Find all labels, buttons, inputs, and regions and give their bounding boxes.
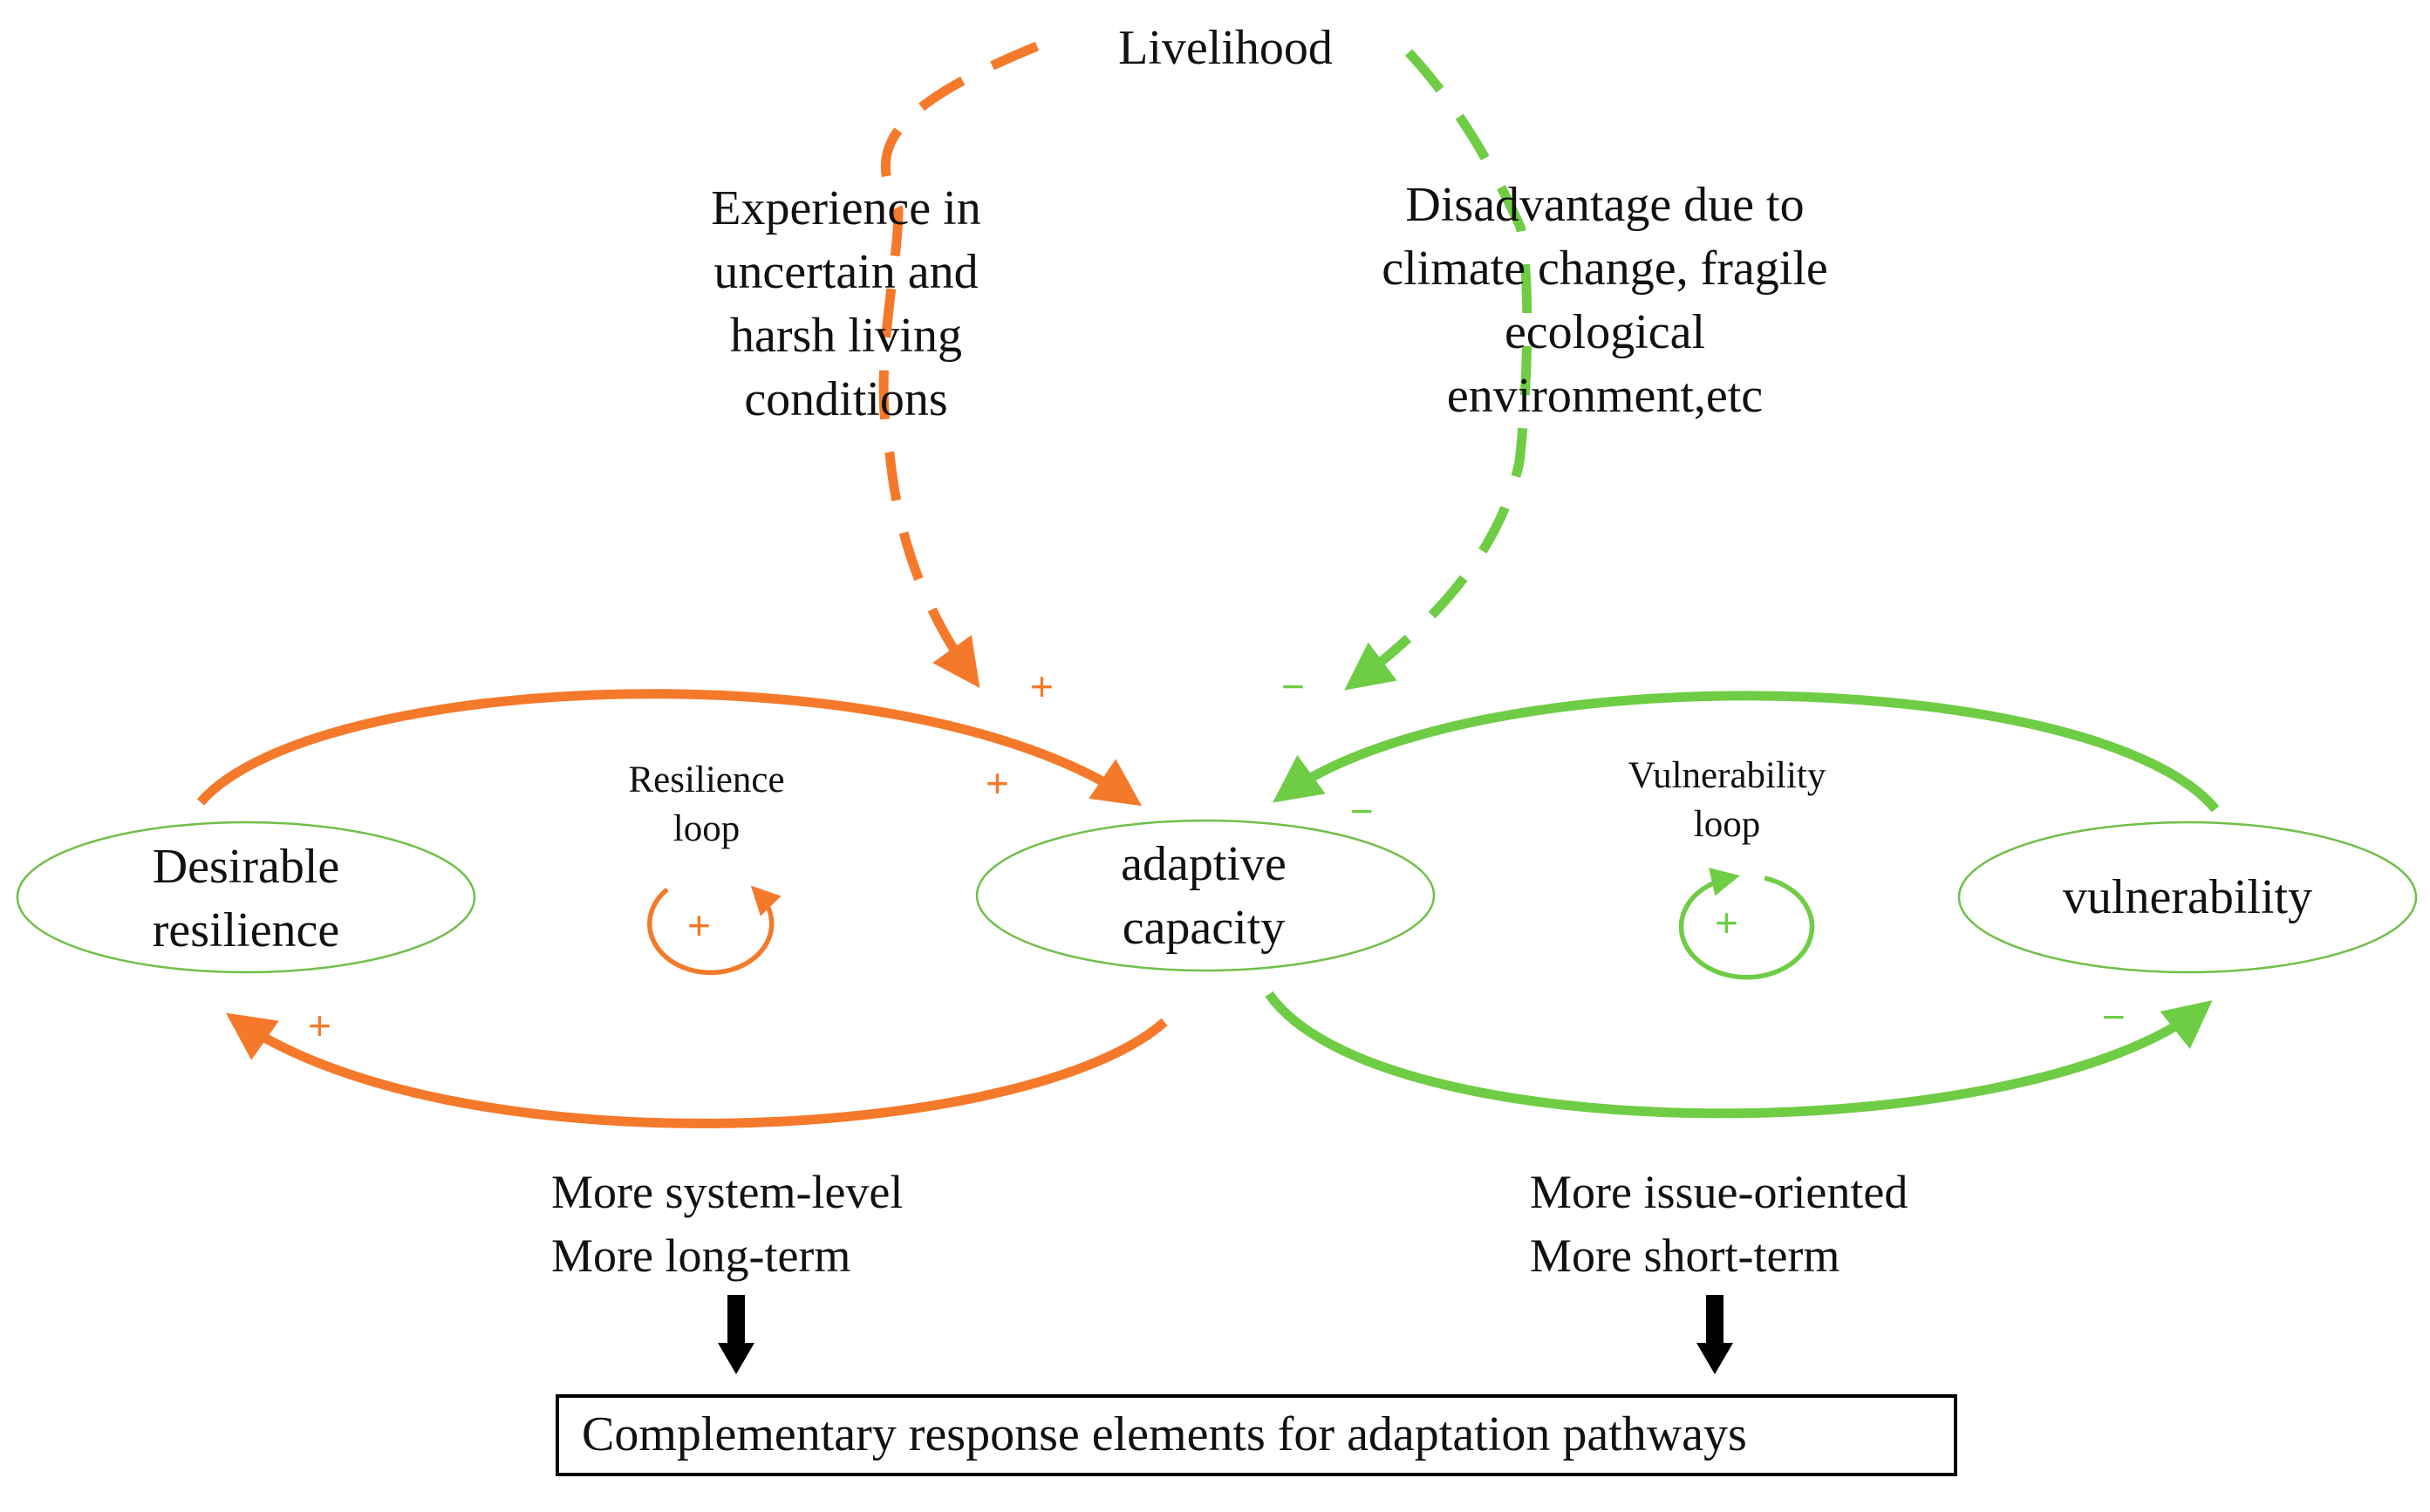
resilience-loop-title-line-1: Resilience [628, 759, 785, 800]
vulnerability-top-polarity-sign: − [1350, 788, 1374, 834]
disadvantage-polarity-sign: − [1281, 664, 1305, 709]
disadvantage-line-3: ecological [1504, 305, 1706, 359]
resilience-characteristics: More system-level More long-term [551, 1161, 903, 1288]
down-arrow-icon-left [718, 1295, 754, 1374]
vulnerability-characteristic-2: More short-term [1530, 1229, 1840, 1282]
resilience-top-polarity-sign: + [986, 760, 1009, 806]
experience-influence-text: Experience in uncertain and harsh living… [645, 177, 1047, 432]
resilience-bottom-polarity-sign: + [308, 1003, 331, 1048]
node-adaptive-capacity-label: adaptive capacity [1029, 833, 1378, 960]
vulnerability-bottom-arrow [1265, 991, 2213, 1119]
experience-line-1: Experience in [711, 181, 981, 235]
experience-line-3: harsh living [730, 309, 962, 363]
vulnerability-loop-indicator-icon [1678, 868, 1815, 980]
node-adaptive-capacity-ellipse [975, 819, 1436, 972]
node-desirable-resilience-label: Desirable resilience [72, 835, 420, 963]
resilience-loop-title: Resilience loop [576, 756, 837, 854]
node-livelihood-label: Livelihood [1118, 21, 1333, 75]
disadvantage-line-2: climate change, fragile [1382, 242, 1828, 296]
resilience-loop-sign: + [687, 902, 711, 948]
desirable-resilience-line-2: resilience [152, 903, 340, 957]
adaptive-capacity-line-1: adaptive [1121, 837, 1287, 891]
disadvantage-line-4: environment,etc [1446, 369, 1764, 423]
vulnerability-bottom-polarity-sign: − [2102, 994, 2126, 1039]
outcome-box: Complementary response elements for adap… [556, 1394, 1957, 1476]
vulnerability-loop-title: Vulnerability loop [1596, 752, 1858, 849]
vulnerability-loop-sign: + [1715, 900, 1738, 945]
node-vulnerability-ellipse [1957, 821, 2418, 974]
down-arrow-icon-right [1696, 1295, 1733, 1374]
resilience-top-arrow [196, 689, 1143, 807]
vulnerability-loop-title-line-1: Vulnerability [1628, 755, 1826, 796]
resilience-characteristic-2: More long-term [551, 1229, 851, 1282]
vulnerability-top-arrow [1273, 691, 2220, 813]
outcome-text: Complementary response elements for adap… [582, 1407, 1747, 1461]
disadvantage-influence-text: Disadvantage due to climate change, frag… [1317, 174, 1893, 428]
vulnerability-loop-title-line-2: loop [1693, 804, 1761, 845]
node-vulnerability-label: vulnerability [2062, 870, 2313, 924]
vulnerability-characteristic-1: More issue-oriented [1530, 1166, 1908, 1218]
disadvantage-line-1: Disadvantage due to [1405, 178, 1805, 232]
resilience-loop-indicator-icon [647, 885, 782, 976]
node-desirable-resilience-ellipse [16, 821, 476, 974]
vulnerability-characteristics: More issue-oriented More short-term [1530, 1161, 1908, 1288]
resilience-bottom-arrow [225, 1012, 1168, 1128]
experience-polarity-sign: + [1030, 664, 1054, 709]
resilience-characteristic-1: More system-level [551, 1166, 904, 1218]
disadvantage-link-dashed [1344, 49, 1532, 691]
experience-line-2: uncertain and [713, 245, 979, 299]
experience-line-4: conditions [744, 372, 948, 426]
adaptive-capacity-line-2: capacity [1122, 901, 1286, 955]
desirable-resilience-line-1: Desirable [152, 840, 340, 894]
resilience-loop-title-line-2: loop [672, 808, 741, 849]
experience-link-dashed [878, 41, 1040, 688]
